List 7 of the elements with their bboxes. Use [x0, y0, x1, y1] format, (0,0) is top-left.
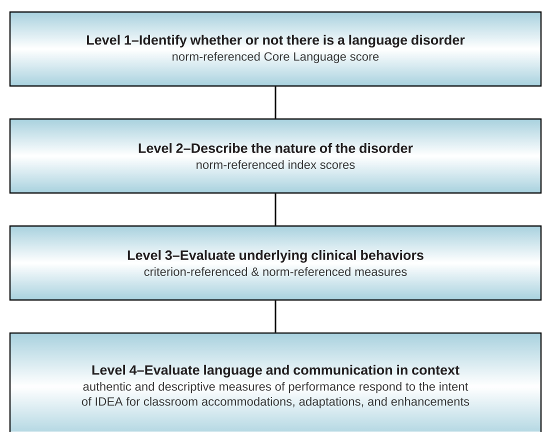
level-box: Level 1–Identify whether or not there is a language disorder norm-referenced Core Language score: [9, 11, 542, 87]
connector-line: [274, 86, 276, 118]
connector-line: [274, 300, 276, 332]
connector-line: [274, 194, 276, 226]
level-box: Level 2–Describe the nature of the disorder norm-referenced index scores: [9, 118, 542, 194]
level-box: Level 3–Evaluate underlying clinical behaviors criterion-referenced & norm-referenced measures: [9, 225, 542, 301]
level-box: Level 4–Evaluate language and communication in context authentic and descriptive measures of performance respond to the intent of IDEA for classroom accommodations, adaptations, and enhancements: [9, 332, 542, 432]
